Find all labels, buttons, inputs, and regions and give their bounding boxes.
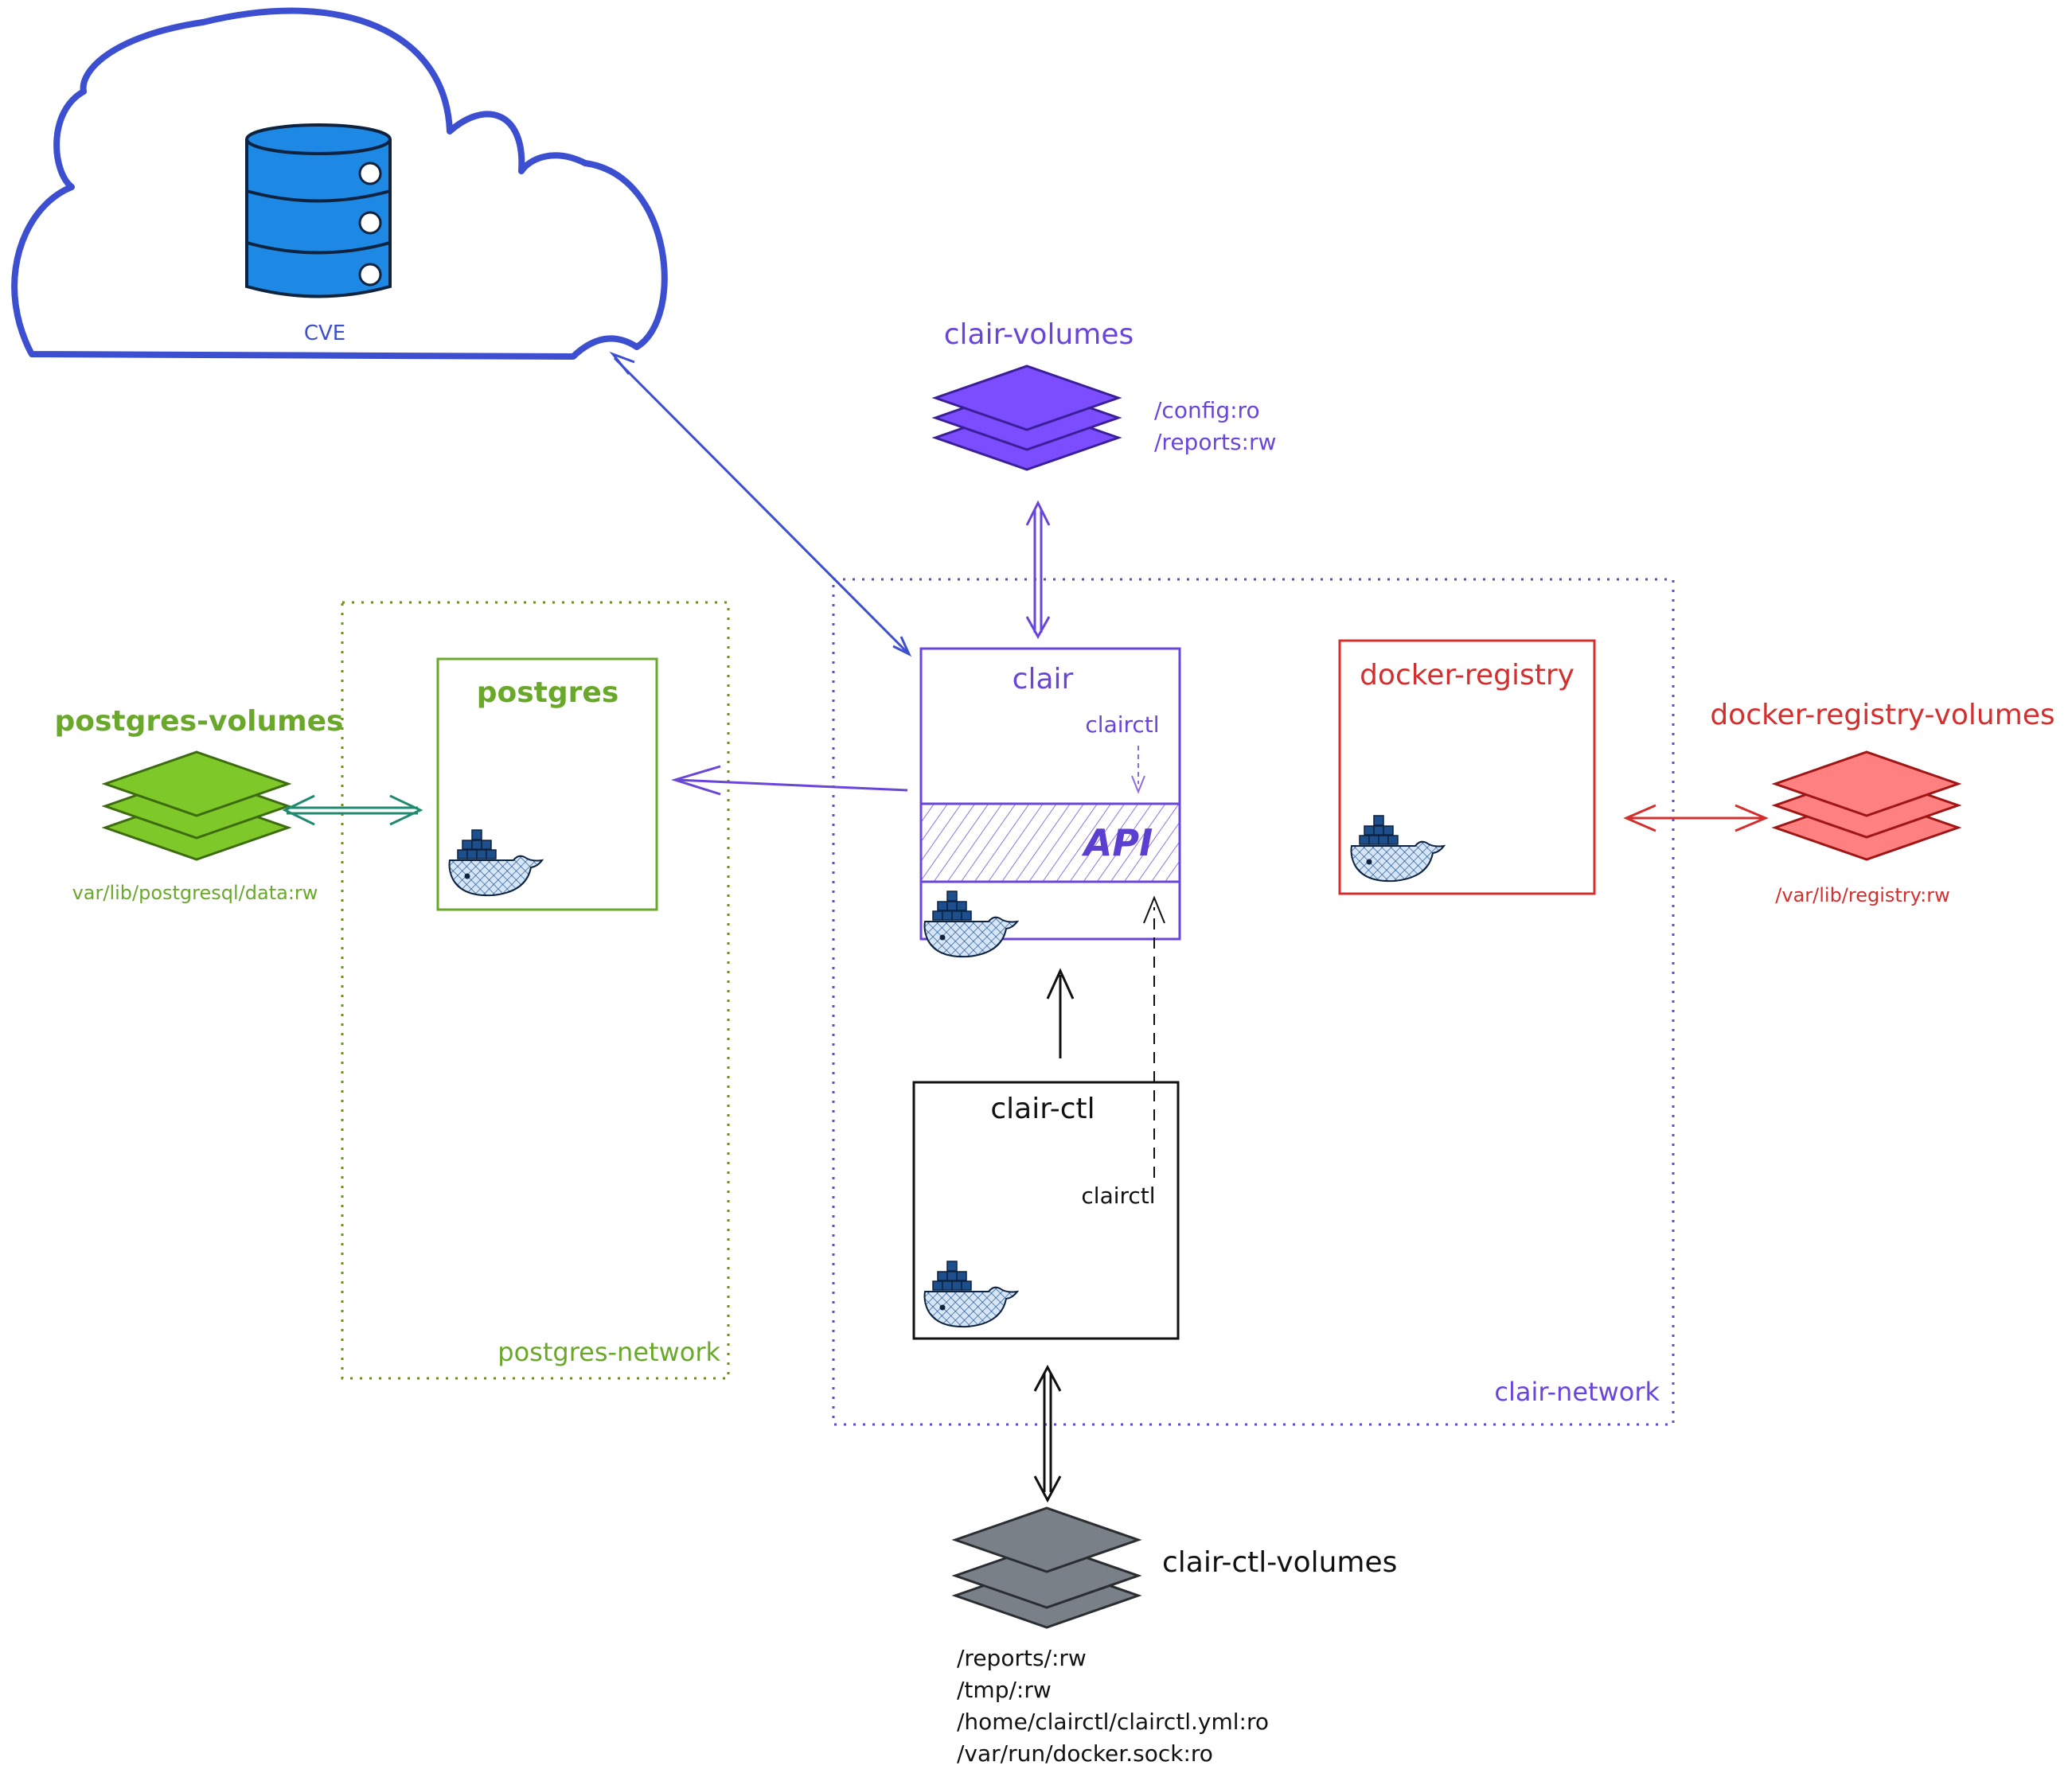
postgres-volumes-arrow — [282, 794, 423, 826]
clair-volumes-arrow — [1025, 500, 1051, 640]
cloud-clair-arrow — [609, 351, 912, 657]
clair-postgres-arrow — [670, 765, 908, 796]
volume-stack-icon — [101, 750, 292, 861]
clairctl-volumes-title: clair-ctl-volumes — [1162, 1546, 1397, 1579]
clair-volume-mount: /reports:rw — [1154, 429, 1276, 455]
clair-volume-mount: /config:ro — [1154, 397, 1260, 423]
clairctl-volume-mount: /var/run/docker.sock:ro — [957, 1740, 1213, 1767]
volume-stack-icon — [931, 364, 1122, 471]
clairctl-container — [912, 1081, 1180, 1340]
registry-volume-mount: /var/lib/registry:rw — [1775, 884, 1949, 906]
clairctl-api-dashed-arrow — [1143, 895, 1165, 1178]
docker-whale-icon — [923, 890, 1018, 958]
clair-volumes-title: clair-volumes — [944, 318, 1134, 351]
clair-title: clair — [1013, 663, 1074, 696]
cve-label: CVE — [304, 322, 345, 345]
postgres-container — [436, 657, 658, 911]
docker-whale-icon — [923, 1261, 1018, 1328]
clairctl-volume-mount: /home/clairctl/clairctl.yml:ro — [957, 1709, 1269, 1735]
database-icon — [245, 123, 392, 298]
clairctl-binary: clairctl — [1081, 1183, 1155, 1209]
volume-stack-icon — [951, 1506, 1142, 1629]
clair-api-band — [919, 802, 1181, 883]
registry-volumes-arrow — [1623, 804, 1769, 832]
volume-stack-icon — [1771, 750, 1962, 861]
clair-binary: clairctl — [1085, 711, 1159, 738]
registry-container — [1338, 639, 1596, 895]
clair-api-label: API — [1082, 821, 1153, 864]
postgres-volume-mount: var/lib/postgresql/data:rw — [72, 882, 318, 904]
postgres-network-label: postgres-network — [498, 1337, 720, 1367]
clairctl-volume-mount: /reports/:rw — [957, 1645, 1087, 1671]
clair-container — [919, 647, 1181, 941]
docker-whale-icon — [448, 829, 543, 897]
postgres-network-boundary — [341, 601, 730, 1380]
registry-volumes-title: docker-registry-volumes — [1710, 699, 2054, 731]
clairctl-volume-mount: /tmp/:rw — [957, 1677, 1052, 1703]
registry-title: docker-registry — [1360, 659, 1574, 692]
clairctl-title: clair-ctl — [990, 1093, 1095, 1125]
clairctl-clair-arrow — [1046, 968, 1075, 1058]
clair-network-label: clair-network — [1494, 1377, 1660, 1407]
docker-whale-icon — [1350, 815, 1445, 883]
cloud-icon — [11, 7, 668, 360]
clairctl-volumes-arrow — [1033, 1364, 1062, 1503]
postgres-volumes-title: postgres-volumes — [55, 705, 344, 738]
postgres-title: postgres — [477, 676, 619, 709]
clair-network-boundary — [832, 578, 1675, 1426]
